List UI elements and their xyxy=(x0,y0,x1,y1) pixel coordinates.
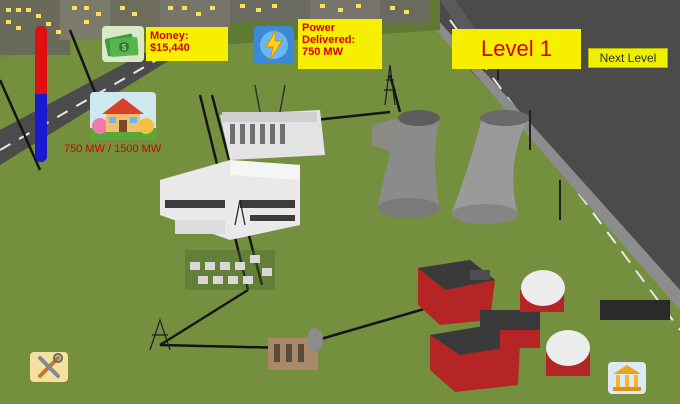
svg-text:$: $ xyxy=(122,43,127,52)
transformer-yard xyxy=(185,250,275,290)
control-building xyxy=(220,84,325,160)
money-value: $15,440 xyxy=(150,42,190,54)
power-meter xyxy=(35,26,47,162)
bank-icon[interactable] xyxy=(608,362,646,394)
power-label-2: Delivered: xyxy=(302,34,356,46)
money-display: Money: $15,440 xyxy=(146,27,228,61)
level-display: Level 1 xyxy=(452,29,581,69)
substation xyxy=(268,328,323,370)
power-value: 750 MW xyxy=(302,46,343,58)
power-label-1: Power xyxy=(302,22,336,34)
lattice-towers xyxy=(149,64,396,351)
power-delivered-display: Power Delivered: 750 MW xyxy=(298,19,382,69)
money-icon: $ xyxy=(102,26,144,62)
lightning-icon xyxy=(254,26,294,64)
power-meter-fill xyxy=(35,26,47,94)
cooling-towers xyxy=(378,110,530,224)
house-icon xyxy=(90,92,156,140)
office-building xyxy=(160,160,300,240)
reactor-complex xyxy=(418,260,670,392)
tools-icon[interactable] xyxy=(30,352,68,382)
reactor-domes xyxy=(520,270,590,376)
power-meter-remaining xyxy=(35,94,47,162)
next-level-button[interactable]: Next Level xyxy=(588,48,668,68)
money-label: Money: xyxy=(150,30,189,42)
capacity-label: 750 MW / 1500 MW xyxy=(64,143,162,155)
